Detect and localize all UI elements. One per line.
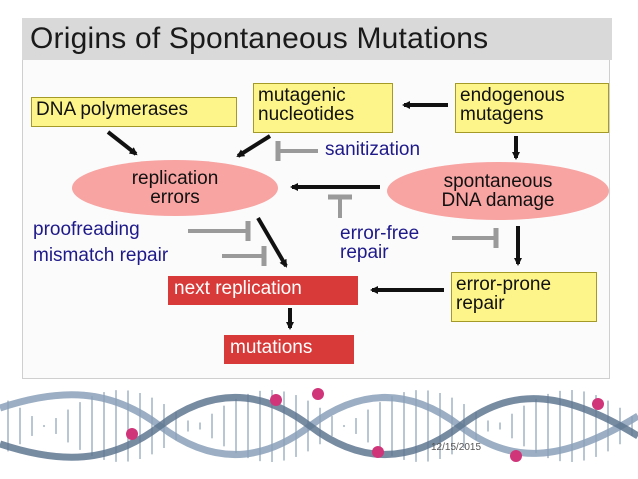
node-dna-polymerases-label: DNA polymerases: [36, 99, 189, 120]
dna-node: [372, 446, 384, 458]
dna-node: [312, 388, 324, 400]
label-error-free-line1: error-free: [340, 223, 420, 244]
page-title: Origins of Spontaneous Mutations: [30, 22, 489, 55]
node-mutagenic-line2: nucleotides: [258, 104, 355, 125]
node-dna-polymerases: DNA polymerases: [31, 97, 237, 127]
arrow-replication-to-next: [256, 216, 288, 268]
label-proofreading: proofreading: [33, 219, 140, 240]
node-next-replication: next replication: [168, 276, 358, 305]
title-bar: [22, 18, 612, 60]
node-replication-line1: replication: [131, 168, 219, 189]
node-replication-errors: replication errors: [72, 160, 278, 216]
footer-date: 12/15/2015: [431, 442, 482, 453]
dna-node: [270, 394, 282, 406]
node-mutagenic-nucleotides: mutagenic nucleotides: [253, 83, 393, 133]
node-error-prone-repair: error-prone repair: [451, 272, 597, 322]
label-mismatch-repair: mismatch repair: [33, 245, 169, 266]
node-endogenous-line2: mutagens: [460, 104, 544, 125]
node-error-prone-line2: repair: [456, 293, 505, 314]
node-spontaneous-dna-damage: spontaneous DNA damage: [387, 162, 609, 220]
node-next-replication-label: next replication: [174, 278, 302, 299]
dna-node: [510, 450, 522, 462]
node-mutations-label: mutations: [230, 337, 313, 358]
node-spontaneous-line2: DNA damage: [441, 190, 555, 211]
label-sanitization: sanitization: [325, 139, 421, 160]
dna-helix-decoration: [0, 388, 638, 462]
node-replication-line2: errors: [150, 187, 200, 208]
node-error-prone-line1: error-prone: [456, 274, 552, 295]
dna-node: [126, 428, 138, 440]
dna-node: [592, 398, 604, 410]
node-mutations: mutations: [224, 335, 354, 364]
arrow-mutagenic-to-replication: [236, 134, 272, 158]
label-error-free-line2: repair: [340, 242, 389, 263]
arrow-polymerases-to-replication: [106, 130, 138, 156]
node-mutagenic-line1: mutagenic: [258, 85, 346, 106]
dna-strand-b: [0, 394, 638, 461]
node-spontaneous-line1: spontaneous: [443, 171, 553, 192]
label-error-free-repair: error-free repair: [340, 224, 419, 262]
node-endogenous-line1: endogenous: [460, 85, 565, 106]
node-endogenous-mutagens: endogenous mutagens: [455, 83, 609, 133]
